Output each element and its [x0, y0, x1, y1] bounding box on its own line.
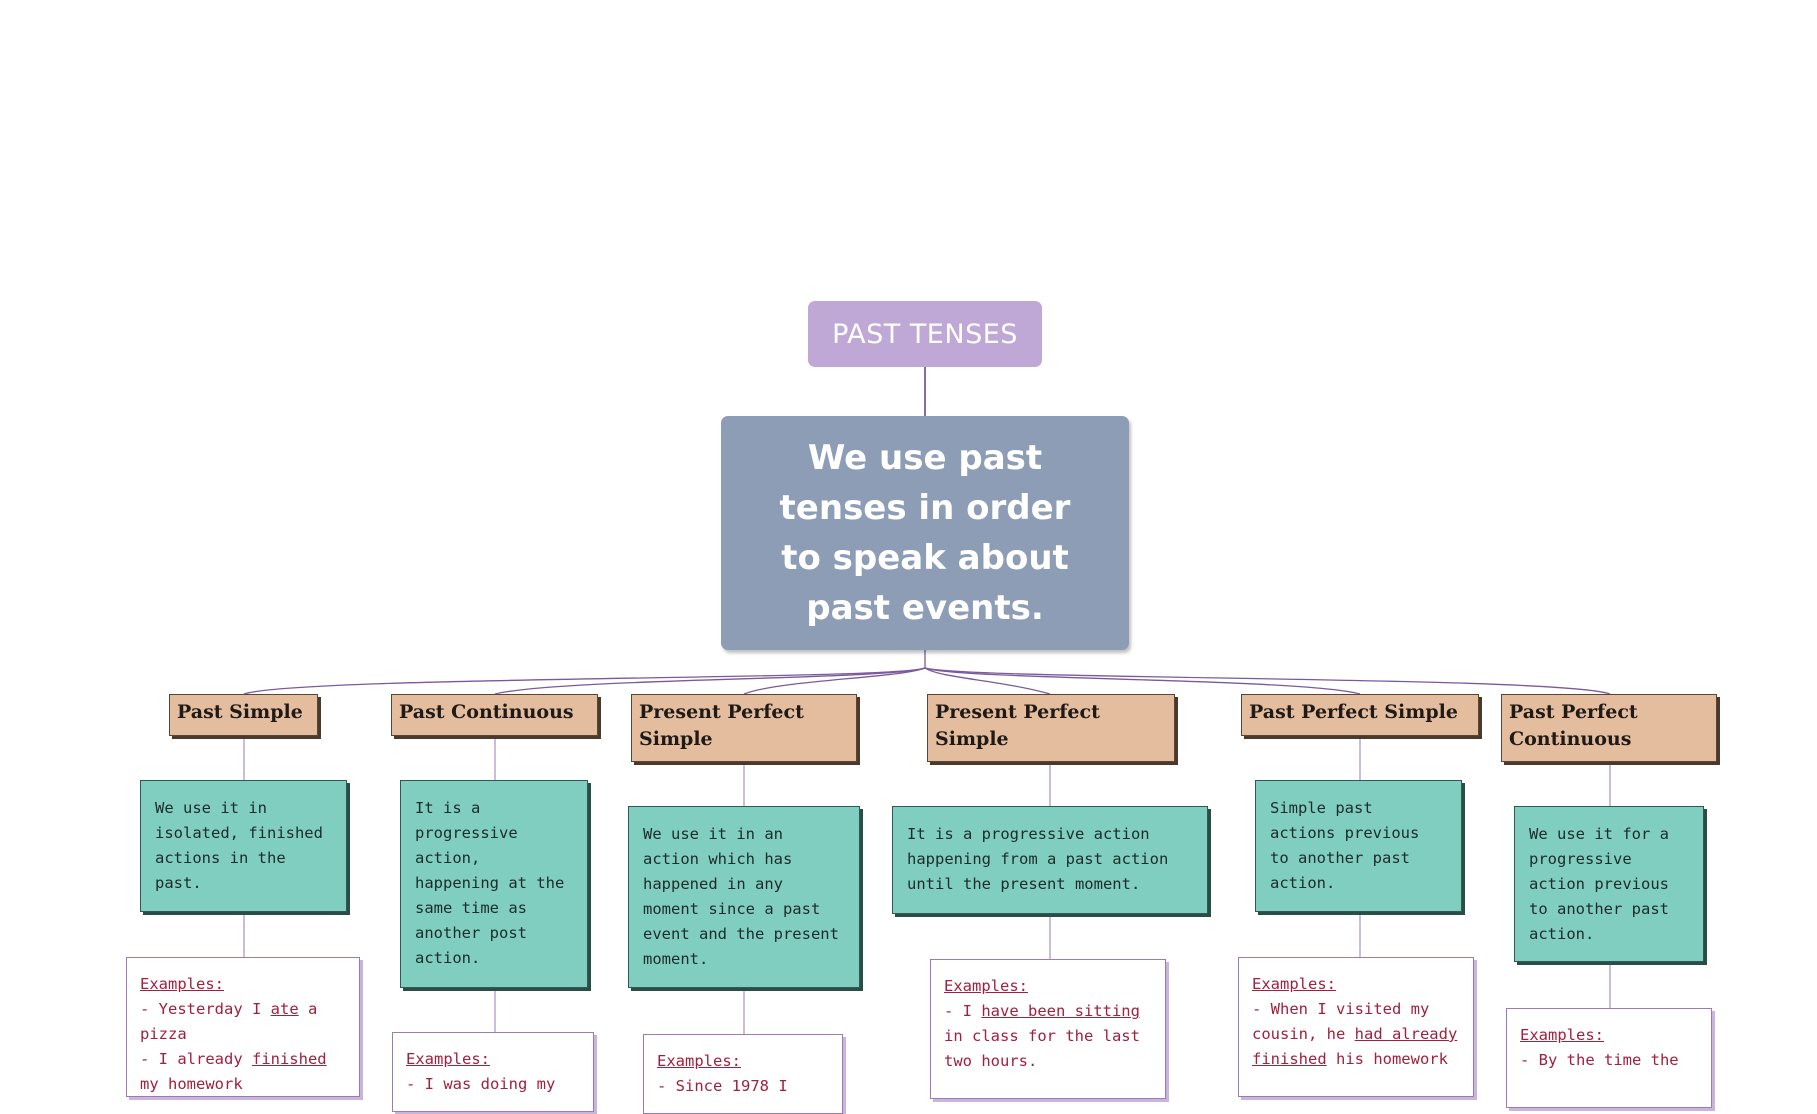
examples-list: - Since 1978 I [657, 1074, 829, 1099]
description-node-present-perfect-simple[interactable]: We use it in an action which has happene… [628, 806, 860, 988]
example-verb: finished [251, 1050, 327, 1068]
examples-header: Examples: [140, 975, 224, 993]
tense-node-present-perfect-simple-2[interactable]: Present Perfect Simple [927, 694, 1175, 762]
examples-header: Examples: [657, 1052, 741, 1070]
example-text: his homework [1326, 1050, 1448, 1068]
example-text: a pizza [140, 1000, 318, 1043]
description-node-past-perfect-continuous[interactable]: We use it for a progressive action previ… [1514, 806, 1704, 962]
connector-lines [243, 367, 1611, 1034]
example-line: - Yesterday I ate a pizza [140, 997, 346, 1047]
example-verb: ate [270, 1000, 299, 1018]
description-node-present-perfect-continuous[interactable]: It is a progressive action happening fro… [892, 806, 1208, 914]
example-text: - By the time the [1520, 1051, 1679, 1069]
example-line: - I was doing my [406, 1072, 580, 1097]
example-line: - Since 1978 I [657, 1074, 829, 1099]
example-verb: have been sitting [981, 1002, 1140, 1020]
example-text: - When I visited my cousin, he [1252, 1000, 1430, 1043]
examples-header: Examples: [944, 977, 1028, 995]
main-definition-node[interactable]: We use past tenses in order to speak abo… [721, 416, 1129, 650]
examples-header: Examples: [406, 1050, 490, 1068]
description-node-past-simple[interactable]: We use it in isolated, finished actions … [140, 780, 347, 912]
examples-node-past-perfect-continuous[interactable]: Examples: - By the time the [1506, 1008, 1712, 1108]
examples-node-past-simple[interactable]: Examples: - Yesterday I ate a pizza- I a… [126, 957, 360, 1097]
examples-header: Examples: [1252, 975, 1336, 993]
description-node-past-perfect-simple[interactable]: Simple past actions previous to another … [1255, 780, 1462, 912]
examples-list: - I have been sitting in class for the l… [944, 999, 1152, 1074]
example-text: - I was doing my [406, 1075, 556, 1093]
example-text: in class for the last two hours. [944, 1027, 1140, 1070]
tense-node-past-perfect-simple[interactable]: Past Perfect Simple [1241, 694, 1479, 736]
example-line: - By the time the [1520, 1048, 1698, 1073]
example-line: - I already finished my homework [140, 1047, 346, 1097]
example-text: - I already [140, 1050, 252, 1068]
example-line: - I have been sitting in class for the l… [944, 999, 1152, 1074]
description-node-past-continuous[interactable]: It is a progressive action, happening at… [400, 780, 588, 988]
example-text: my homework [140, 1075, 243, 1093]
examples-list: - By the time the [1520, 1048, 1698, 1073]
examples-node-past-perfect-simple[interactable]: Examples: - When I visited my cousin, he… [1238, 957, 1474, 1097]
examples-header: Examples: [1520, 1026, 1604, 1044]
examples-node-present-perfect-simple[interactable]: Examples: - Since 1978 I [643, 1034, 843, 1114]
tense-node-past-perfect-continuous[interactable]: Past Perfect Continuous [1501, 694, 1717, 762]
examples-list: - Yesterday I ate a pizza- I already fin… [140, 997, 346, 1097]
tense-node-past-simple[interactable]: Past Simple [169, 694, 318, 736]
examples-list: - When I visited my cousin, he had alrea… [1252, 997, 1460, 1072]
examples-node-past-continuous[interactable]: Examples: - I was doing my [392, 1032, 594, 1112]
tense-node-present-perfect-simple[interactable]: Present Perfect Simple [631, 694, 857, 762]
examples-list: - I was doing my [406, 1072, 580, 1097]
examples-node-present-perfect-continuous[interactable]: Examples: - I have been sitting in class… [930, 959, 1166, 1099]
example-text: - Yesterday I [140, 1000, 271, 1018]
example-text: - I [944, 1002, 982, 1020]
root-node-title[interactable]: PAST TENSES [808, 301, 1042, 367]
example-line: - When I visited my cousin, he had alrea… [1252, 997, 1460, 1072]
tense-node-past-continuous[interactable]: Past Continuous [391, 694, 598, 736]
example-verb: had already finished [1252, 1025, 1458, 1068]
